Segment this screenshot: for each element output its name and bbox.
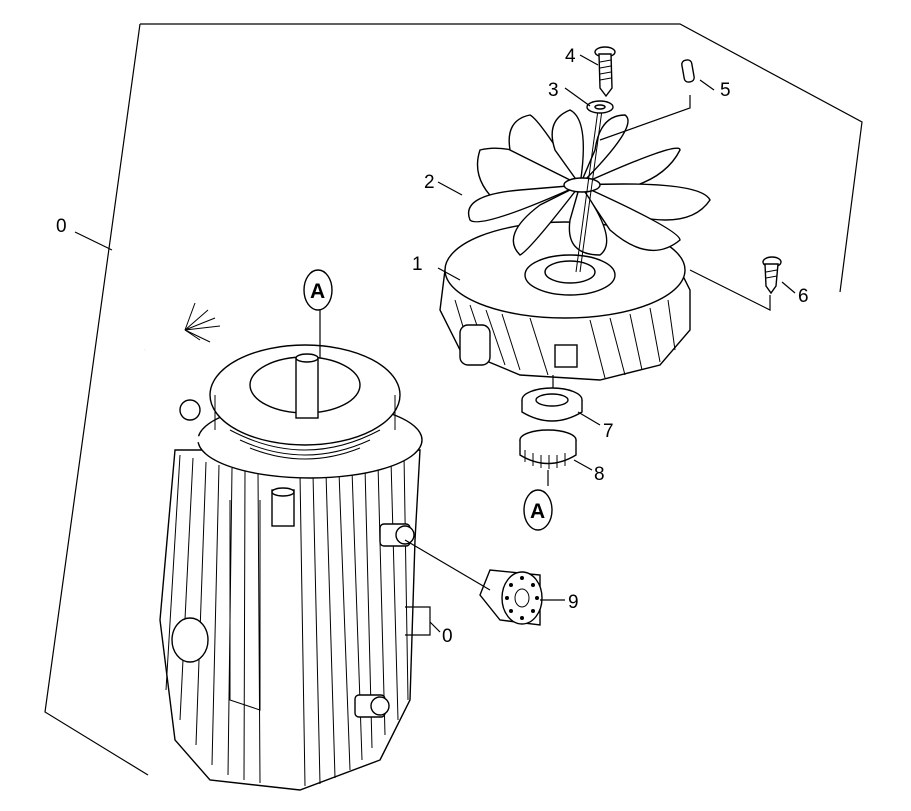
spring-ring xyxy=(519,429,577,486)
screw xyxy=(594,46,616,98)
label-7: 7 xyxy=(603,421,614,442)
motor-housing xyxy=(159,344,423,791)
label-6: 6 xyxy=(798,286,809,307)
label-0-bottom: 0 xyxy=(442,626,453,647)
fan-wheel xyxy=(467,109,711,256)
marker-a-bottom-text: A xyxy=(530,500,545,523)
label-5: 5 xyxy=(720,80,731,101)
key-pin xyxy=(599,59,695,141)
screw-small xyxy=(689,256,782,311)
part-labels: 0 0 1 2 3 4 5 6 7 8 9 xyxy=(56,46,809,647)
marker-a-top-text: A xyxy=(310,280,325,303)
assembly-frame xyxy=(44,23,863,776)
ball-bearing xyxy=(521,387,583,422)
power-cable xyxy=(128,302,221,443)
label-3: 3 xyxy=(548,80,559,101)
label-9: 9 xyxy=(568,592,579,613)
label-1: 1 xyxy=(412,254,423,275)
end-cap xyxy=(479,569,543,626)
leader-lines xyxy=(74,54,796,601)
label-2: 2 xyxy=(424,172,435,193)
leader-0-bottom xyxy=(405,606,441,636)
reference-marker-a-top: A xyxy=(303,269,333,311)
reference-marker-a-bottom: A xyxy=(523,489,553,531)
label-4: 4 xyxy=(565,46,576,67)
end-shield xyxy=(439,221,691,381)
label-0-left: 0 xyxy=(56,216,67,237)
label-8: 8 xyxy=(594,464,605,485)
washer xyxy=(586,100,614,114)
